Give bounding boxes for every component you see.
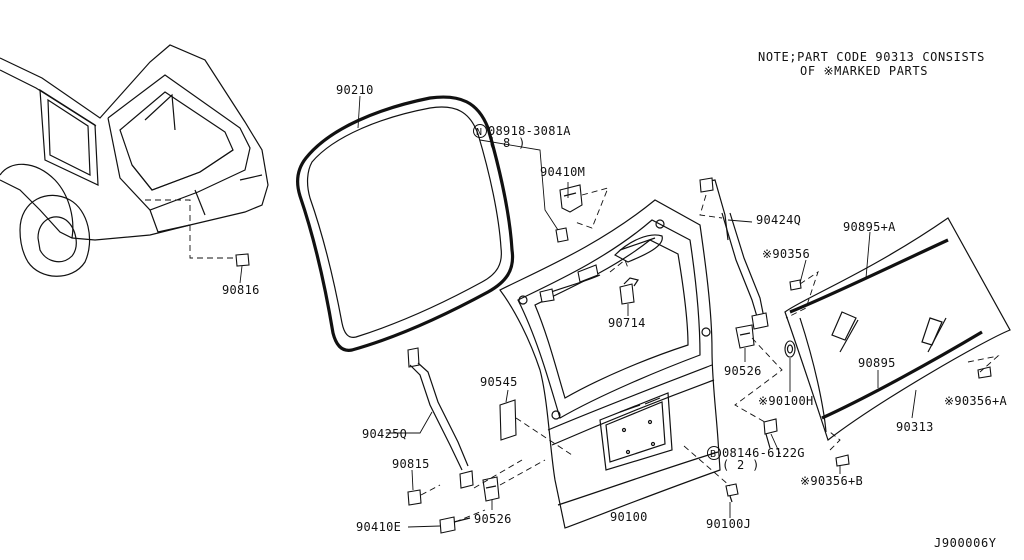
- label-08146-6122g: 08146-6122G: [722, 446, 805, 460]
- label-90545: 90545: [480, 375, 518, 389]
- note-line-1: NOTE;PART CODE 90313 CONSISTS: [758, 50, 985, 64]
- n-mark-circle: [473, 124, 487, 138]
- label-90714: 90714: [608, 316, 646, 330]
- label-90356a: ※90356+A: [944, 394, 1008, 408]
- label-90815: 90815: [392, 457, 430, 471]
- label-90424q: 90424Q: [756, 213, 801, 227]
- label-90356b: ※90356+B: [800, 474, 863, 488]
- note-block: NOTE;PART CODE 90313 CONSISTS OF ※MARKED…: [758, 50, 985, 78]
- back-door-glass-90313: [784, 217, 1011, 441]
- vehicle-rear-illustration: [0, 44, 269, 277]
- label-90356: ※90356: [762, 247, 810, 261]
- label-90526-upper: 90526: [724, 364, 762, 378]
- label-90410e: 90410E: [356, 520, 401, 534]
- note-line-2: OF ※MARKED PARTS: [800, 64, 928, 78]
- label-90100h: ※90100H: [758, 394, 814, 408]
- label-90425q: 90425Q: [362, 427, 407, 441]
- label-90816: 90816: [222, 283, 260, 297]
- b-mark-circle: [707, 446, 721, 460]
- label-90100j: 90100J: [706, 517, 751, 531]
- small-parts: [407, 177, 1000, 534]
- label-08918-qty: ( 8 ): [488, 136, 526, 150]
- label-90895: 90895: [858, 356, 896, 370]
- label-90410m: 90410M: [540, 165, 585, 179]
- leader-lines: [239, 95, 917, 528]
- label-08918-3081a: 08918-3081A: [488, 124, 571, 138]
- label-08146-qty: ( 2 ): [722, 458, 760, 472]
- part-labels: 90210 N 08918-3081A ( 8 ) 90410M 90424Q …: [222, 83, 1008, 534]
- label-90100: 90100: [610, 510, 648, 524]
- weatherstrip-90210: [295, 95, 515, 352]
- b-mark: B: [710, 449, 716, 460]
- label-90313: 90313: [896, 420, 934, 434]
- n-mark: N: [476, 127, 482, 138]
- label-90895a: 90895+A: [843, 220, 896, 234]
- diagram-id: J900006Y: [934, 536, 997, 550]
- label-90526-lower: 90526: [474, 512, 512, 526]
- back-door-panel-90100: [499, 199, 721, 529]
- label-90210: 90210: [336, 83, 374, 97]
